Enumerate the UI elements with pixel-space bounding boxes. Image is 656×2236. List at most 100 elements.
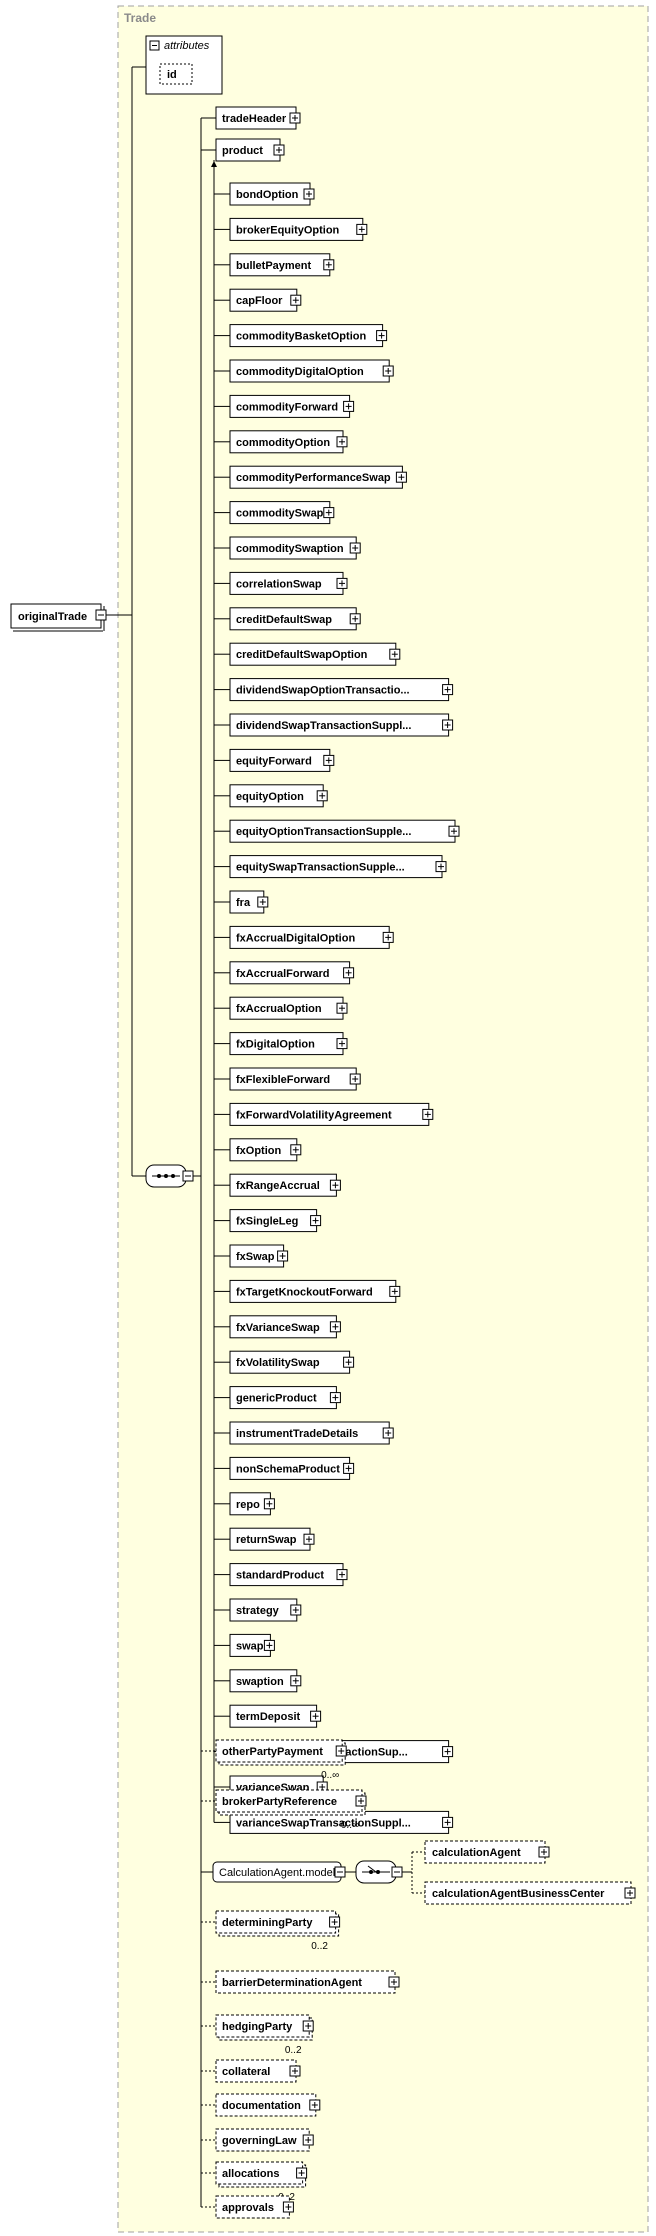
collateral-element[interactable]: collateral — [215, 2059, 301, 2083]
commodity-swap-label: commoditySwap — [236, 508, 324, 520]
standard-product-element[interactable]: standardProduct — [229, 1563, 348, 1587]
cap-floor-label: capFloor — [236, 295, 283, 307]
hedging-party-occurrence: 0..2 — [285, 2045, 302, 2056]
calculation-agent-model-label: CalculationAgent.model — [219, 1867, 335, 1879]
equity-option-transaction-supple-element[interactable]: equityOptionTransactionSupple... — [229, 819, 460, 843]
trade-type-title: Trade — [124, 11, 156, 25]
strategy-element[interactable]: strategy — [229, 1598, 302, 1622]
hedging-party-element[interactable]: hedgingParty — [215, 2014, 314, 2041]
determining-party-label: determiningParty — [222, 1917, 313, 1929]
dividend-swap-option-transactio-label: dividendSwapOptionTransactio... — [236, 685, 410, 697]
barrier-determination-agent-label: barrierDeterminationAgent — [222, 1977, 362, 1989]
correlation-swap-label: correlationSwap — [236, 578, 322, 590]
fx-accrual-digital-option-element[interactable]: fxAccrualDigitalOption — [229, 925, 394, 949]
fx-accrual-digital-option-label: fxAccrualDigitalOption — [236, 932, 355, 944]
equity-swap-transaction-supple-element[interactable]: equitySwapTransactionSupple... — [229, 855, 447, 879]
commodity-basket-option-label: commodityBasketOption — [236, 331, 366, 343]
equity-option-element[interactable]: equityOption — [229, 784, 328, 808]
fx-variance-swap-element[interactable]: fxVarianceSwap — [229, 1315, 341, 1339]
commodity-performance-swap-element[interactable]: commodityPerformanceSwap — [229, 465, 407, 489]
equity-option-label: equityOption — [236, 791, 304, 803]
fx-forward-volatility-agreement-element[interactable]: fxForwardVolatilityAgreement — [229, 1102, 434, 1126]
commodity-swaption-label: commoditySwaption — [236, 543, 344, 555]
dividend-swap-transaction-suppl-element[interactable]: dividendSwapTransactionSuppl... — [229, 713, 454, 737]
fx-flexible-forward-element[interactable]: fxFlexibleForward — [229, 1067, 361, 1091]
fx-volatility-swap-element[interactable]: fxVolatilitySwap — [229, 1350, 355, 1374]
broker-equity-option-element[interactable]: brokerEquityOption — [229, 217, 368, 241]
bond-option-label: bondOption — [236, 189, 299, 201]
non-schema-product-element[interactable]: nonSchemaProduct — [229, 1456, 355, 1480]
calculation-agent-model-group[interactable]: CalculationAgent.model calculationAgent … — [201, 1840, 636, 1905]
documentation-label: documentation — [222, 2100, 301, 2112]
swaption-label: swaption — [236, 1676, 284, 1688]
fra-label: fra — [236, 897, 251, 909]
fx-swap-element[interactable]: fxSwap — [229, 1244, 289, 1268]
fra-element[interactable]: fra — [229, 890, 269, 914]
broker-party-reference-occurrence: 0..∞ — [341, 1820, 359, 1831]
root-element-label: originalTrade — [18, 611, 87, 623]
credit-default-swap-option-element[interactable]: creditDefaultSwapOption — [229, 642, 401, 666]
commodity-basket-option-element[interactable]: commodityBasketOption — [229, 324, 388, 348]
generic-product-element[interactable]: genericProduct — [229, 1386, 341, 1410]
commodity-swap-element[interactable]: commoditySwap — [229, 501, 335, 525]
swap-label: swap — [236, 1640, 264, 1652]
approvals-label: approvals — [222, 2202, 274, 2214]
commodity-forward-element[interactable]: commodityForward — [229, 394, 355, 418]
approvals-element[interactable]: approvals — [215, 2195, 294, 2219]
governing-law-element[interactable]: governingLaw — [215, 2128, 314, 2152]
attribute-id-box[interactable] — [159, 63, 193, 85]
swaption-element[interactable]: swaption — [229, 1669, 302, 1693]
fx-target-knockout-forward-label: fxTargetKnockoutForward — [236, 1286, 373, 1298]
repo-element[interactable]: repo — [229, 1492, 275, 1516]
correlation-swap-element[interactable]: correlationSwap — [229, 571, 348, 595]
fx-digital-option-element[interactable]: fxDigitalOption — [229, 1032, 348, 1056]
documentation-element[interactable]: documentation — [215, 2093, 321, 2117]
determining-party-element[interactable]: determiningParty — [215, 1910, 341, 1937]
calculation-agent-business-center-label: calculationAgentBusinessCenter — [432, 1888, 605, 1900]
equity-forward-element[interactable]: equityForward — [229, 748, 335, 772]
commodity-option-label: commodityOption — [236, 437, 330, 449]
instrument-trade-details-element[interactable]: instrumentTradeDetails — [229, 1421, 394, 1445]
fx-option-element[interactable]: fxOption — [229, 1138, 302, 1162]
commodity-performance-swap-label: commodityPerformanceSwap — [236, 472, 391, 484]
return-swap-element[interactable]: returnSwap — [229, 1527, 315, 1551]
bullet-payment-element[interactable]: bulletPayment — [229, 253, 335, 277]
determining-party-occurrence: 0..2 — [311, 1941, 328, 1952]
fx-range-accrual-element[interactable]: fxRangeAccrual — [229, 1173, 341, 1197]
term-deposit-element[interactable]: termDeposit — [229, 1704, 322, 1728]
cap-floor-element[interactable]: capFloor — [229, 288, 302, 312]
allocations-label: allocations — [222, 2168, 279, 2180]
dividend-swap-option-transactio-element[interactable]: dividendSwapOptionTransactio... — [229, 678, 454, 702]
fx-accrual-option-element[interactable]: fxAccrualOption — [229, 996, 348, 1020]
fx-target-knockout-forward-element[interactable]: fxTargetKnockoutForward — [229, 1279, 401, 1303]
fx-single-leg-element[interactable]: fxSingleLeg — [229, 1209, 322, 1233]
barrier-determination-agent-element[interactable]: barrierDeterminationAgent — [215, 1970, 400, 1994]
return-swap-label: returnSwap — [236, 1534, 297, 1546]
broker-party-reference-element[interactable]: brokerPartyReference — [215, 1789, 367, 1816]
product-element[interactable]: product — [201, 138, 285, 190]
other-party-payment-element[interactable]: otherPartyPayment — [215, 1739, 347, 1766]
fx-digital-option-label: fxDigitalOption — [236, 1039, 315, 1051]
fx-forward-volatility-agreement-label: fxForwardVolatilityAgreement — [236, 1109, 392, 1121]
other-party-payment-label: otherPartyPayment — [222, 1746, 323, 1758]
fx-accrual-forward-element[interactable]: fxAccrualForward — [229, 961, 355, 985]
commodity-digital-option-label: commodityDigitalOption — [236, 366, 364, 378]
equity-swap-transaction-supple-label: equitySwapTransactionSupple... — [236, 862, 405, 874]
attributes-title: attributes — [164, 40, 210, 52]
bullet-payment-label: bulletPayment — [236, 260, 312, 272]
swap-element[interactable]: swap — [229, 1633, 275, 1657]
repo-label: repo — [236, 1499, 260, 1511]
variance-swap-transaction-suppl-element[interactable]: varianceSwapTransactionSuppl... — [229, 1810, 454, 1834]
hedging-party-label: hedgingParty — [222, 2021, 293, 2033]
credit-default-swap-element[interactable]: creditDefaultSwap — [229, 607, 361, 631]
commodity-digital-option-element[interactable]: commodityDigitalOption — [229, 359, 394, 383]
allocations-element[interactable]: allocations — [215, 2161, 308, 2188]
broker-equity-option-label: brokerEquityOption — [236, 224, 340, 236]
equity-forward-label: equityForward — [236, 755, 312, 767]
broker-party-reference-label: brokerPartyReference — [222, 1796, 337, 1808]
commodity-option-element[interactable]: commodityOption — [229, 430, 348, 454]
fx-range-accrual-label: fxRangeAccrual — [236, 1180, 320, 1192]
trade-header-element[interactable]: tradeHeader — [201, 106, 301, 130]
commodity-swaption-element[interactable]: commoditySwaption — [229, 536, 361, 560]
bond-option-element[interactable]: bondOption — [229, 182, 315, 206]
